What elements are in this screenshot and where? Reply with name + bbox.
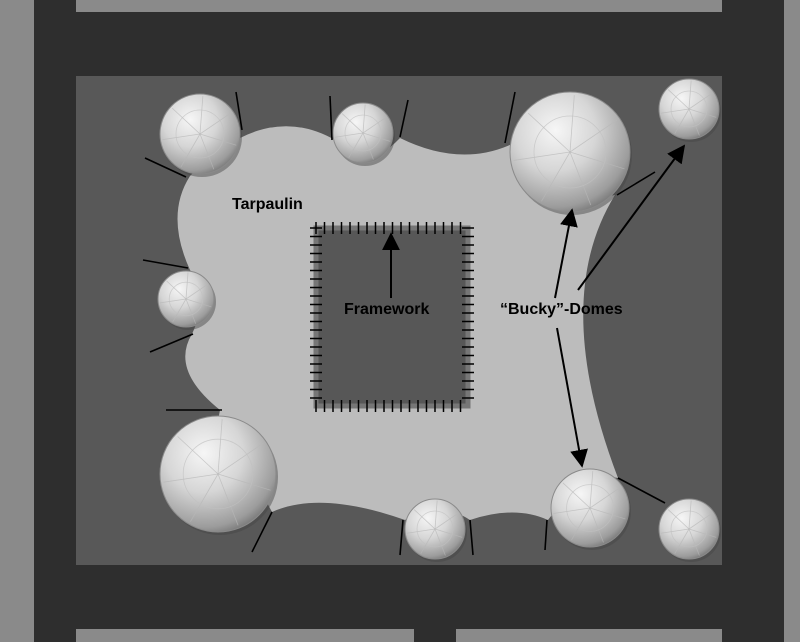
dome-icon bbox=[159, 415, 278, 535]
frame-bottom-beam bbox=[34, 565, 784, 629]
dome-icon bbox=[159, 93, 242, 177]
dome-icon bbox=[658, 498, 721, 562]
dome-icon bbox=[332, 102, 395, 166]
dome-arrow-bottom bbox=[556, 327, 588, 468]
arrows bbox=[382, 144, 686, 468]
frame-top-beam bbox=[34, 12, 784, 76]
tarpaulin-label: Tarpaulin bbox=[232, 196, 303, 213]
dome-icon bbox=[550, 468, 631, 550]
bucky-domes bbox=[157, 78, 721, 562]
framework-label: Framework bbox=[344, 301, 430, 318]
dome-icon bbox=[404, 498, 467, 562]
framework-ticks bbox=[310, 222, 474, 412]
dome-icon bbox=[658, 78, 721, 142]
tie-down-lines bbox=[142, 91, 666, 556]
frame-left-post bbox=[34, 0, 76, 642]
frame-bottom-notch bbox=[414, 626, 456, 642]
dome-arrow-top bbox=[554, 208, 578, 299]
outer-frame bbox=[34, 0, 784, 642]
dome-icon bbox=[157, 270, 216, 330]
dome-arrow-top-right bbox=[577, 144, 686, 291]
frame-right-post bbox=[722, 0, 784, 642]
bucky-domes-label: “Bucky”-Domes bbox=[500, 301, 623, 318]
dome-icon bbox=[509, 91, 632, 215]
